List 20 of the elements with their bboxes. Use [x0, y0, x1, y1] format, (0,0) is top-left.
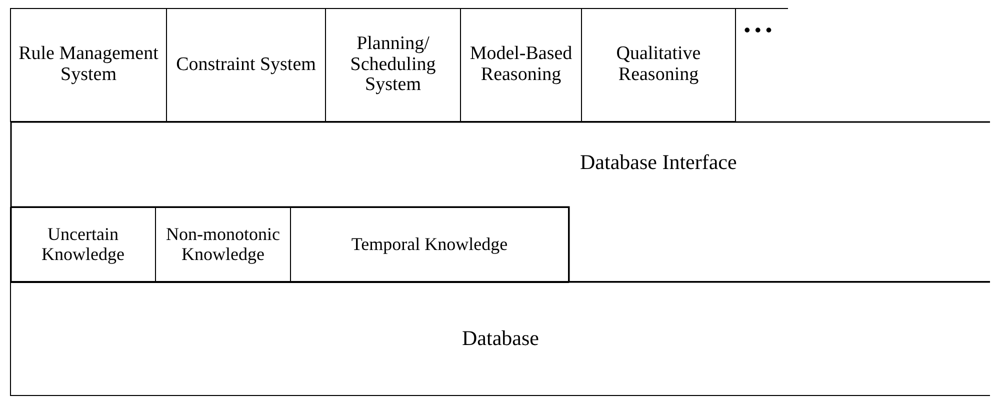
- database-band: [10, 281, 990, 396]
- box-label: Qualitative Reasoning: [615, 44, 702, 86]
- system-box: [166, 8, 326, 122]
- system-box: [581, 8, 736, 122]
- knowledge-box: [290, 207, 569, 283]
- box-label: Non-monotonic Knowledge: [165, 225, 281, 265]
- box-label: Planning/ Scheduling System: [349, 34, 437, 96]
- layer-label: Database Interface: [580, 151, 737, 174]
- box-label: Temporal Knowledge: [351, 235, 508, 255]
- knowledge-box: [10, 207, 156, 283]
- system-box: [460, 8, 582, 122]
- box-label: Rule Management System: [18, 44, 160, 86]
- knowledge-box: [155, 207, 291, 283]
- box-label: Constraint System: [176, 54, 316, 76]
- box-label: Uncertain Knowledge: [40, 225, 126, 265]
- system-box: [325, 8, 461, 122]
- box-label: Model-Based Reasoning: [468, 44, 574, 86]
- box-label: Database: [462, 326, 539, 350]
- system-box: [10, 8, 167, 122]
- ellipsis-mark: • • •: [744, 20, 772, 41]
